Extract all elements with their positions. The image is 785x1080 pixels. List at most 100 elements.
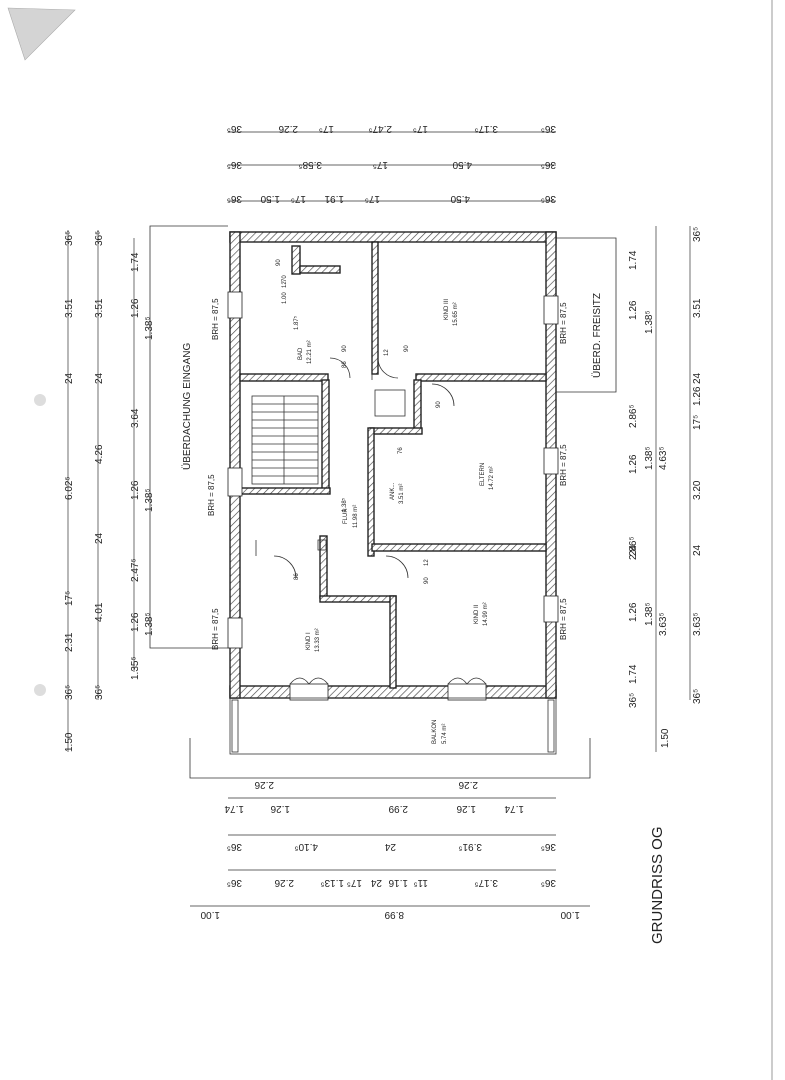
dim-right-o-0: 36⁵ — [692, 227, 703, 242]
dim-bot-r3-8: 36⁵ — [541, 877, 556, 888]
windows — [227, 291, 559, 701]
dim-top-r1-1: 2.26 — [278, 123, 298, 134]
room-labels: BAD 12.21 m² KIND III 15.65 m² FLUR 11.9… — [298, 299, 495, 744]
bottom-dimension-text: 2.26 1.74 1.26 2.99 1.26 1.74 2.26 36⁵ 4… — [200, 779, 580, 920]
dim-top-r3-3: 1.91 — [324, 193, 344, 204]
dim-left-i-3: 3.64 — [130, 408, 141, 428]
dim-bot-r2-1: 4.10⁵ — [294, 841, 318, 852]
bath-note-2: 12 — [282, 281, 288, 288]
dim-bot-r1-2: 1.26 — [270, 803, 290, 814]
right-porch-annotation: ÜBERD. FREISITZ — [591, 293, 603, 378]
door-note-0: 86 — [342, 361, 348, 368]
room-area-kind3: 15.65 m² — [453, 302, 459, 326]
dim-right-m-13: 36⁵ — [628, 693, 639, 708]
room-name-kind3: KIND III — [444, 299, 450, 320]
room-area-flur: 11.98 m² — [353, 505, 359, 528]
dim-right-m-0: 1.74 — [628, 250, 639, 270]
bath-note-0: 90 — [276, 259, 282, 266]
dim-left-i-8: 1.38⁵ — [144, 612, 155, 636]
door-note-3: 12 — [384, 349, 390, 356]
dim-left-i-2: 1.38⁵ — [144, 316, 155, 340]
dim-bot-r4-2: 1.00 — [560, 909, 580, 920]
dim-bot-r2-2: 24 — [384, 841, 396, 852]
dim-top-r2-0: 36⁵ — [227, 159, 242, 170]
room-area-kind2: 14.99 m² — [483, 602, 489, 626]
dim-right-m-1: 1.26 — [628, 300, 639, 320]
dim-left-i-4: 1.26 — [130, 480, 141, 500]
dim-top-r1-3: 2.47⁵ — [368, 123, 392, 134]
room-name-kind1: KIND I — [306, 632, 312, 650]
room-area-balkon: 5.74 m² — [442, 724, 448, 744]
dim-bot-r2-0: 36⁵ — [227, 841, 242, 852]
dim-right-o-4: 17⁵ — [692, 415, 703, 430]
room-name-balkon: BALKON — [432, 720, 438, 744]
dim-left-i-5: 1.38⁵ — [144, 488, 155, 512]
dim-top-r1-2: 17⁵ — [319, 123, 334, 134]
dim-right-m-5: 1.38⁵ — [644, 446, 655, 470]
dim-right-m-10: 1.38⁵ — [644, 602, 655, 626]
dim-bot-r3-3: 17⁵ — [347, 877, 362, 888]
dim-left-m-5: 4.01 — [94, 602, 105, 622]
dim-top-r3-6: 36⁵ — [541, 193, 556, 204]
room-name-bad: BAD — [298, 347, 304, 360]
dim-right-o-6: 24 — [692, 544, 703, 556]
dim-right-m-3: 2.86⁵ — [628, 404, 639, 428]
dim-right-m-6: 4.63⁵ — [658, 446, 669, 470]
brh-label: BRH = 87,5 — [559, 302, 568, 344]
brh-label: BRH = 87,5 — [559, 598, 568, 640]
dim-right-m-8: 24 — [628, 544, 639, 556]
dim-right-m-12: 1.74 — [628, 664, 639, 684]
dim-top-r3-0: 36⁵ — [227, 193, 242, 204]
brh-label: BRH = 87,5 — [211, 608, 220, 650]
dim-right-m-9: 1.26 — [628, 602, 639, 622]
dim-bot-r3-0: 36⁵ — [227, 877, 242, 888]
dim-left-i-0: 1.74 — [130, 252, 141, 272]
brh-label: BRH = 87,5 — [207, 474, 216, 516]
dim-bot-r1-3: 2.99 — [388, 803, 408, 814]
dim-right-o-2: 24 — [692, 372, 703, 384]
dim-left-o-4: 17⁵ — [64, 591, 75, 606]
door-note-4: 90 — [436, 401, 442, 408]
page-corner-fold — [7, 7, 76, 61]
staircase — [251, 395, 319, 485]
dim-right-o-9: 1.50 — [660, 728, 671, 748]
room-area-eltern: 14.72 m² — [489, 466, 495, 490]
dim-top-r2-1: 3.58⁵ — [298, 159, 322, 170]
dim-top-r3-4: 17⁵ — [365, 193, 380, 204]
plan-title: GRUNDRISS OG — [649, 826, 666, 944]
dim-left-o-1: 3.51 — [64, 298, 75, 318]
dimension-lines — [67, 131, 691, 907]
dim-bot-r3-6: 11⁵ — [413, 877, 428, 888]
room-area-bad: 12.21 m² — [307, 340, 313, 364]
dim-left-m-3: 4.26 — [94, 444, 105, 464]
door-swings — [255, 357, 455, 579]
door-note-7: 86 — [294, 573, 300, 580]
door-note-6: 1.38⁵ — [341, 497, 348, 512]
dim-right-o-3: 1.26 — [692, 386, 703, 406]
dim-bot-r1-1: 1.74 — [224, 803, 244, 814]
dim-right-o-1: 3.51 — [692, 298, 703, 318]
right-dimension-text: 36⁵ 3.51 24 1.26 17⁵ 3.20 24 3.63⁵ 36⁵ 1… — [628, 227, 703, 748]
room-area-kind1: 13.33 m² — [315, 628, 321, 652]
dim-left-m-2: 24 — [94, 372, 105, 384]
dim-bot-r2-4: 36⁵ — [541, 841, 556, 852]
dim-top-r3-5: 4.50 — [450, 193, 470, 204]
dim-top-r1-5: 3.17⁵ — [474, 123, 498, 134]
dim-bot-r1-4: 1.26 — [456, 803, 476, 814]
building-walls — [229, 231, 557, 699]
dim-right-m-4: 1.26 — [628, 454, 639, 474]
door-note-9: 12 — [424, 559, 430, 566]
dim-left-m-0: 36⁵ — [94, 231, 105, 246]
room-name-eltern: ELTERN — [480, 463, 486, 486]
dim-left-o-3: 6.02⁵ — [64, 476, 75, 500]
dim-top-r2-4: 36⁵ — [541, 159, 556, 170]
dim-top-r3-2: 17⁵ — [291, 193, 306, 204]
room-name-ankl: ANK... — [390, 482, 396, 500]
dim-top-r1-6: 36⁵ — [541, 123, 556, 134]
dim-left-i-6: 2.47⁵ — [130, 558, 141, 582]
detail-notes: 90 1.00 12 70 1.87⁵ 86 90 90 12 90 76 1.… — [276, 259, 442, 584]
balcony-outline — [189, 697, 591, 779]
dim-left-i-1: 1.26 — [130, 298, 141, 318]
dim-bot-r4-0: 1.00 — [200, 909, 220, 920]
